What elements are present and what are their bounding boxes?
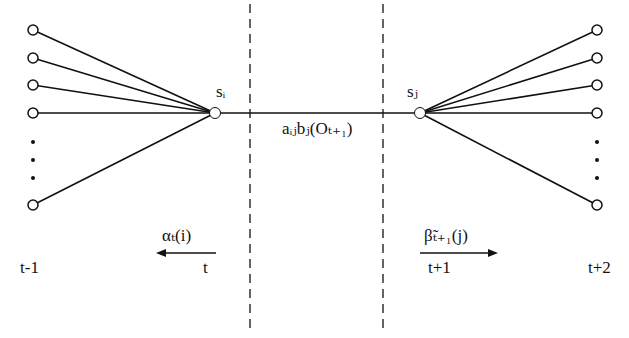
time-dividers: [250, 4, 383, 334]
transition-label: aᵢⱼbⱼ(Oₜ₊₁): [282, 119, 353, 139]
axis-label: β̃ₜ₊₁(j): [424, 226, 468, 246]
axis-label: αₜ(i): [162, 226, 191, 246]
ellipsis-dots: [31, 140, 599, 180]
transition-line: [221, 113, 414, 114]
state-circles: [28, 25, 602, 210]
fan-lines: [33, 30, 597, 205]
state-node: sᵢ: [209, 107, 221, 119]
direction-arrows: [156, 249, 498, 257]
axis-label: t: [203, 258, 208, 278]
state-label: sᵢ: [216, 82, 225, 102]
axis-label: t+1: [428, 258, 451, 278]
state-label: sⱼ: [407, 82, 418, 102]
state-node: sⱼ: [414, 107, 426, 119]
axis-label: t+2: [588, 258, 611, 278]
axis-label: t-1: [20, 258, 39, 278]
